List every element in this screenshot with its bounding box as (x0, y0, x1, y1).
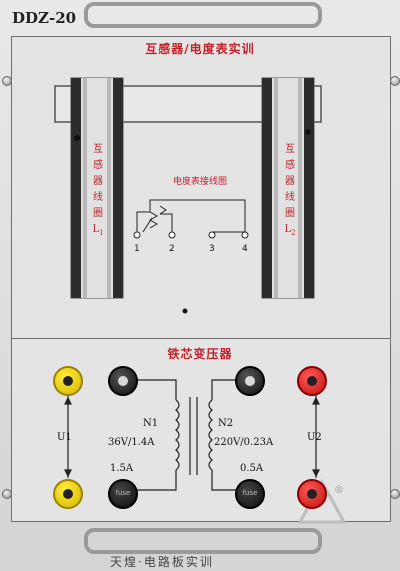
pin-label-3: 3 (209, 244, 215, 254)
terminal-primary-bottom-yellow[interactable] (53, 479, 83, 509)
top-handle[interactable] (84, 2, 322, 28)
polarity-dot (305, 129, 311, 135)
section-divider (11, 338, 391, 339)
primary-rating: 36V/1.4A (108, 437, 155, 448)
bottom-cutoff-text: 天煌·电路板实训 (110, 555, 214, 569)
u2-label: U2 (307, 432, 322, 443)
terminal-secondary-top-red[interactable] (297, 366, 327, 396)
pin-label-2: 2 (169, 244, 175, 254)
fuse-rating-right: 0.5A (240, 463, 264, 474)
bottom-handle[interactable] (84, 528, 322, 554)
transformer-symbol (64, 379, 320, 491)
registered-mark: ® (334, 485, 344, 496)
meter-diagram-title: 电度表接线图 (172, 177, 227, 187)
terminal-secondary-bottom-red[interactable] (297, 479, 327, 509)
pin-label-1: 1 (134, 244, 140, 254)
section-title-iron-core-transformer: 铁芯变压器 (167, 347, 233, 361)
fuse-holder-secondary[interactable]: fuse (235, 479, 265, 509)
terminal-primary-top-yellow[interactable] (53, 366, 83, 396)
terminal-secondary-top-black[interactable] (235, 366, 265, 396)
meter-wiring (133, 199, 249, 239)
n2-label: N2 (218, 418, 234, 429)
fuse-holder-primary[interactable]: fuse (108, 479, 138, 509)
pin-label-4: 4 (242, 244, 248, 254)
section-title-transformer-meter: 互感器/电度表实训 (145, 42, 255, 56)
secondary-rating: 220V/0.23A (214, 437, 274, 448)
model-label: DDZ-20 (12, 9, 77, 27)
polarity-dot (74, 135, 80, 141)
n1-label: N1 (143, 418, 159, 429)
fuse-rating-left: 1.5A (110, 463, 134, 474)
terminal-primary-top-black[interactable] (108, 366, 138, 396)
polarity-dot (182, 308, 188, 314)
u1-label: U1 (57, 432, 72, 443)
